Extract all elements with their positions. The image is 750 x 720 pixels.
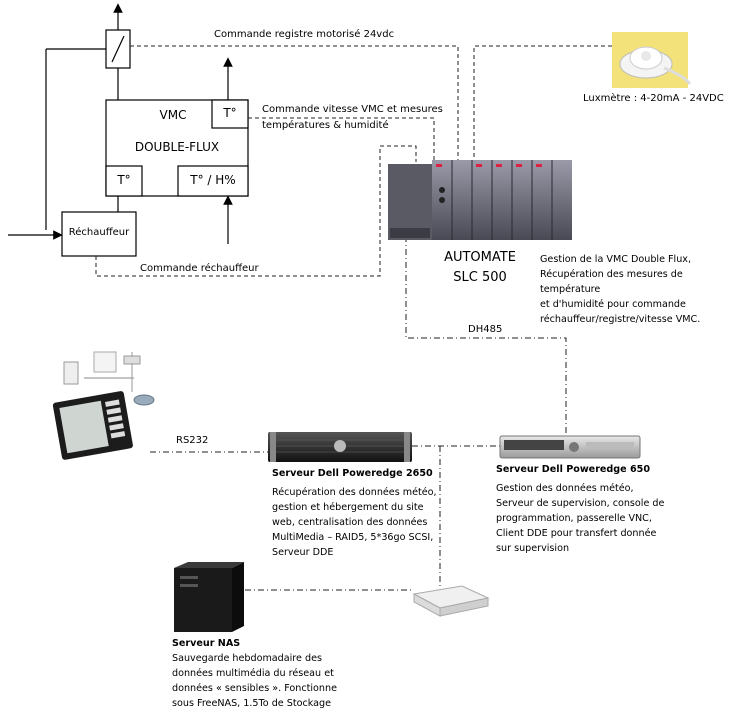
automate-description: Gestion de la VMC Double Flux, Récupérat… (540, 254, 701, 325)
dh485-link (405, 236, 567, 448)
dh485-label: DH485 (468, 324, 503, 335)
vmc-schematic (8, 3, 249, 257)
automate-title-2: SLC 500 (453, 270, 507, 285)
temp-right-box (211, 99, 249, 129)
vitesse-link-label-2: températures & humidité (262, 120, 389, 131)
rechauffeur-link-label: Commande réchauffeur (140, 263, 259, 274)
nas-title: Serveur NAS (172, 638, 241, 649)
luxmetre-image (612, 32, 692, 88)
server-2650-image (268, 432, 412, 462)
temp-left-label: T° (117, 173, 131, 187)
vitesse-link (248, 117, 435, 162)
server-650-image (499, 435, 641, 459)
double-flux-label: DOUBLE-FLUX (134, 140, 220, 154)
temp-hum-label: T° / H% (190, 173, 236, 187)
nas-image (174, 562, 244, 632)
luxmetre-label: Luxmètre : 4-20mA - 24VDC (583, 93, 724, 104)
luxmetre-link (473, 45, 612, 160)
server-2650-title: Serveur Dell Poweredge 2650 (272, 468, 433, 479)
temp-right-label: T° (223, 106, 237, 120)
temp-hum-box (177, 165, 249, 197)
rs232-label: RS232 (176, 435, 209, 446)
registre-link-label: Commande registre motorisé 24vdc (214, 29, 395, 40)
network-lines (150, 236, 567, 591)
damper-blade (111, 35, 125, 63)
server-650-block: Serveur Dell Poweredge 650 Gestion des d… (496, 462, 686, 556)
weather-station-image (52, 351, 155, 460)
rechauffeur-label: Réchauffeur (68, 227, 130, 238)
temp-left-box (105, 165, 143, 197)
vmc-label: VMC (159, 108, 187, 122)
rechauffeur-link (95, 145, 417, 277)
switch-image (412, 585, 490, 617)
server-2650-block: Serveur Dell Poweredge 2650 Récupération… (272, 466, 442, 560)
plc-image (388, 160, 572, 240)
automate-title-1: AUTOMATE (444, 250, 516, 265)
nas-block: Serveur NAS Sauvegarde hebdomadaire des … (172, 636, 362, 711)
control-lines (95, 45, 612, 277)
vitesse-link-label-1: Commande vitesse VMC et mesures (262, 104, 443, 115)
server-650-title: Serveur Dell Poweredge 650 (496, 464, 651, 475)
rechauffeur-box (61, 211, 137, 257)
